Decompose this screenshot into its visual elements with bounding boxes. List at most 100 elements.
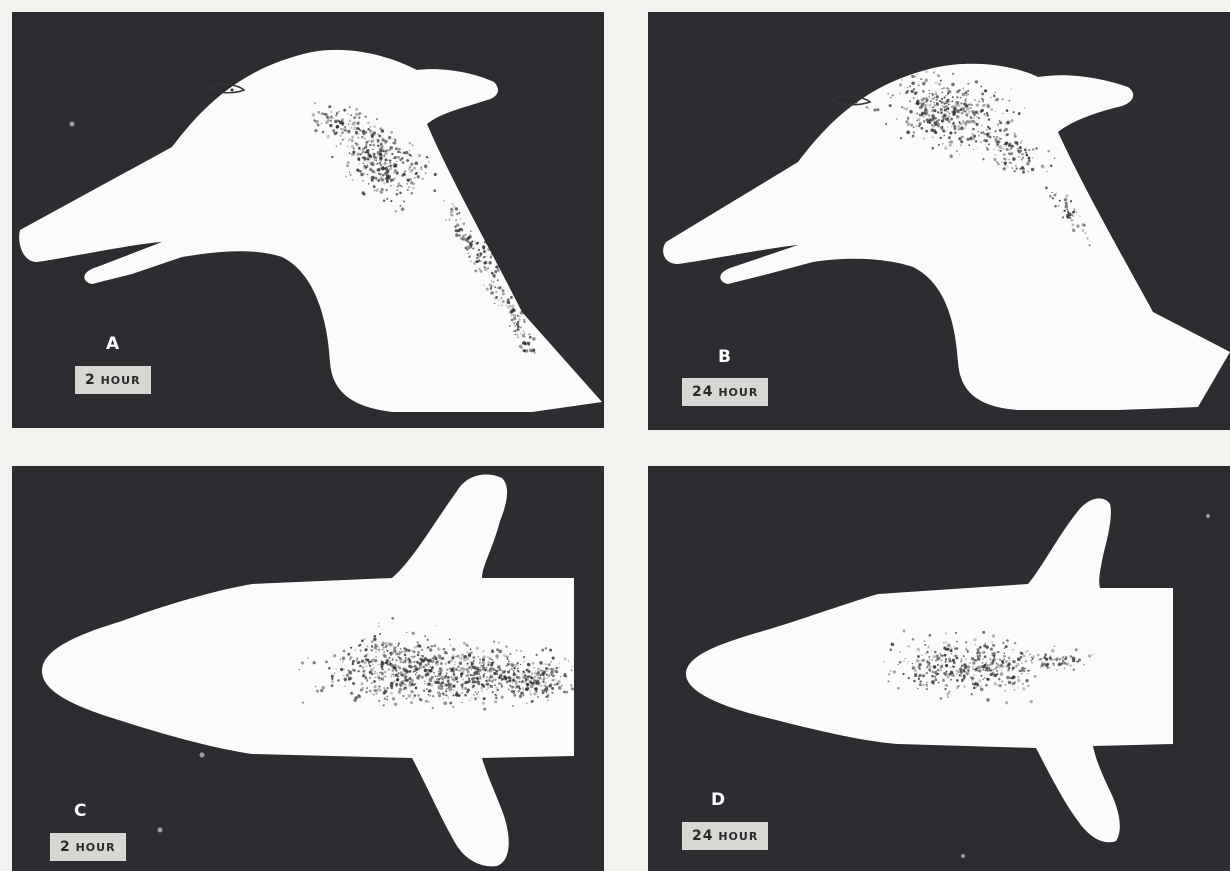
stain-speck: [447, 680, 450, 683]
stain-speck: [547, 677, 549, 679]
stain-speck: [965, 98, 967, 100]
stain-speck: [443, 200, 444, 201]
stain-speck: [923, 684, 925, 686]
stain-speck: [325, 660, 328, 663]
stain-speck: [385, 139, 388, 142]
stain-speck: [397, 156, 400, 159]
stain-speck: [545, 663, 547, 665]
stain-speck: [403, 650, 406, 653]
stain-speck: [493, 672, 496, 675]
stain-speck: [517, 334, 519, 336]
stain-speck: [1021, 673, 1023, 675]
stain-speck: [1022, 168, 1025, 171]
stain-speck: [947, 644, 950, 647]
stain-speck: [932, 114, 934, 116]
stain-speck: [521, 692, 524, 695]
stain-speck: [395, 139, 397, 141]
stain-speck: [1026, 154, 1028, 156]
stain-speck: [947, 696, 948, 697]
stain-speck: [1021, 159, 1022, 160]
stain-speck: [1008, 657, 1011, 660]
stain-speck: [350, 114, 352, 116]
stain-speck: [953, 646, 954, 647]
stain-speck: [381, 138, 384, 141]
stain-speck: [388, 657, 390, 659]
stain-speck: [471, 240, 473, 242]
stain-speck: [1027, 673, 1028, 674]
stain-speck: [350, 692, 352, 694]
stain-speck: [400, 651, 403, 654]
stain-speck: [501, 685, 503, 687]
stain-speck: [503, 671, 506, 674]
stain-speck: [353, 147, 356, 150]
stain-speck: [551, 692, 553, 694]
stain-speck: [370, 167, 372, 169]
stain-speck: [982, 99, 984, 101]
stain-speck: [410, 701, 413, 704]
stain-speck: [958, 111, 960, 113]
stain-speck: [436, 625, 437, 626]
stain-speck: [946, 671, 948, 673]
stain-speck: [985, 139, 988, 142]
stain-speck: [1032, 148, 1034, 150]
stain-speck: [336, 668, 338, 670]
stain-speck: [473, 694, 475, 696]
stain-speck: [373, 638, 376, 641]
stain-speck: [364, 138, 366, 140]
stain-speck: [443, 648, 446, 651]
stain-speck: [364, 173, 366, 175]
stain-speck: [494, 669, 496, 671]
stain-speck: [1041, 661, 1043, 663]
stain-speck: [956, 670, 959, 673]
stain-speck: [926, 651, 929, 654]
stain-speck: [446, 669, 448, 671]
stain-speck: [944, 654, 947, 657]
stain-speck: [470, 230, 472, 232]
stain-speck: [392, 659, 394, 661]
stain-speck: [394, 667, 397, 670]
stain-speck: [960, 674, 962, 676]
stain-speck: [1006, 148, 1009, 151]
stain-speck: [378, 677, 380, 679]
stain-speck: [481, 665, 483, 667]
stain-speck: [378, 135, 381, 138]
stain-speck: [960, 660, 963, 663]
stain-speck: [518, 671, 520, 673]
stain-speck: [475, 692, 476, 693]
stain-speck: [1009, 159, 1011, 161]
stain-speck: [939, 669, 942, 672]
stain-speck: [960, 144, 962, 146]
stain-speck: [931, 680, 934, 683]
stain-speck: [425, 674, 428, 677]
stain-speck: [347, 113, 349, 115]
stain-speck: [1089, 244, 1091, 246]
stain-speck: [352, 179, 354, 181]
stain-speck: [340, 658, 341, 659]
stain-speck: [476, 647, 479, 650]
stain-speck: [364, 158, 366, 160]
stain-speck: [1020, 142, 1021, 143]
stain-speck: [990, 108, 993, 111]
stain-speck: [515, 329, 517, 331]
stain-speck: [931, 670, 934, 673]
stain-speck: [343, 109, 346, 112]
stain-speck: [1061, 663, 1063, 665]
stain-speck: [487, 248, 490, 251]
stain-speck: [417, 175, 420, 178]
stain-speck: [1073, 669, 1075, 671]
stain-speck: [1069, 217, 1071, 219]
stain-speck: [1064, 667, 1066, 669]
stain-speck: [375, 692, 378, 695]
stain-speck: [889, 104, 892, 107]
stain-speck: [519, 681, 521, 683]
stain-speck: [944, 685, 946, 687]
stain-speck: [466, 664, 468, 666]
stain-speck: [925, 79, 928, 82]
stain-speck: [514, 686, 517, 689]
stain-speck: [331, 680, 334, 683]
stain-speck: [415, 667, 419, 671]
stain-speck: [995, 111, 996, 112]
stain-speck: [477, 680, 480, 683]
stain-speck: [356, 169, 359, 172]
stain-speck: [438, 694, 441, 697]
